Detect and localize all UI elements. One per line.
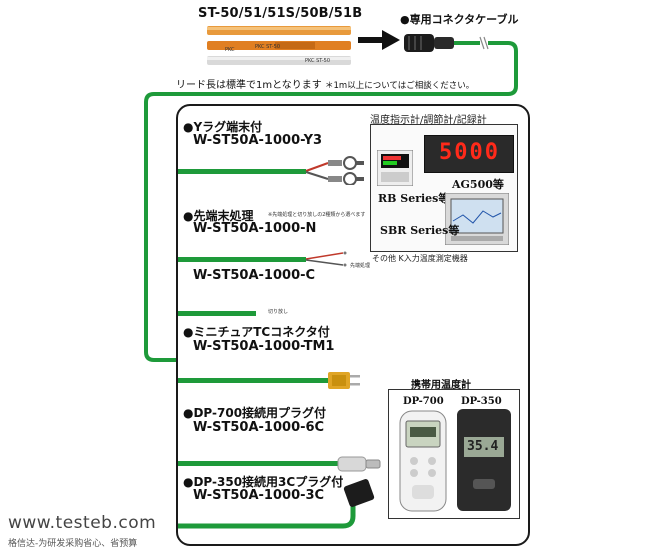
- ylug-cable-image: [178, 155, 368, 189]
- ag500-display-value: 5000: [439, 140, 500, 165]
- dp350-label: DP-350: [461, 396, 502, 407]
- sensor-strips-image: PKC PKC ST-50 PKC ST-50: [205, 24, 355, 70]
- cut-cable-image: [178, 304, 268, 323]
- dp700-device-image: [398, 409, 448, 517]
- watermark-slogan: 格信达-为研发采购省心、省预算: [8, 539, 138, 549]
- tip-cable-image: [178, 248, 368, 272]
- item-c-model: W-ST50A-1000-C: [193, 268, 316, 283]
- series-title: ST-50/51/51S/50B/51B: [198, 6, 363, 21]
- item-ylug-model: W-ST50A-1000-Y3: [193, 133, 323, 148]
- sbr-series-label: SBR Series等: [380, 224, 460, 237]
- item-dp350-model: W-ST50A-1000-3C: [193, 488, 325, 503]
- wire-tip-note: 先端処理: [350, 263, 371, 269]
- item-dp700-model: W-ST50A-1000-6C: [193, 420, 325, 435]
- lead-length-main: リード長は標準で1mとなります: [176, 80, 322, 91]
- ag500-display-image: 5000: [424, 135, 514, 173]
- dp700-plug-image: [178, 453, 388, 479]
- sensor-label-2: PKC ST-50: [255, 44, 281, 50]
- dp350-device-image: 35.4: [457, 409, 511, 511]
- item-dp350-name: ●DP-350接続用3Cプラグ付: [183, 475, 344, 489]
- dp700-label: DP-700: [403, 396, 444, 407]
- portable-title: 携帯用温度計: [411, 380, 471, 391]
- sbr-recorder-image: [444, 192, 510, 249]
- arrow-right-icon: [358, 30, 400, 54]
- item-tip-model: W-ST50A-1000-N: [193, 221, 317, 236]
- sensor-label-1: PKC: [225, 47, 235, 53]
- item-tc-model: W-ST50A-1000-TM1: [193, 339, 335, 354]
- item-tip-note: ※先端処理と切り放しの2種類から選べます: [268, 212, 366, 218]
- item-dp700-name: ●DP-700接続用プラグ付: [183, 406, 327, 420]
- item-tc-name: ●ミニチュアTCコネクタ付: [183, 325, 330, 339]
- rb-series-label: RB Series等: [378, 192, 450, 205]
- item-ylug-name: ●Yラグ端末付: [183, 120, 263, 134]
- dp350-plug-image: [178, 476, 388, 540]
- dp350-reading: 35.4: [467, 439, 499, 454]
- ag500-label: AG500等: [452, 178, 504, 191]
- lead-length-note: リード長は標準で1mとなります ＊1m以上についてはご相談ください。: [176, 76, 474, 91]
- connector-cable-label: ●専用コネクタケーブル: [400, 13, 519, 26]
- cut-note: 切り放し: [268, 309, 289, 315]
- instruments-title: 温度指示計/調節計/記録計: [370, 115, 487, 126]
- item-tip-name: ●先端末処理: [183, 209, 254, 223]
- watermark-url: www.testeb.com: [8, 513, 157, 533]
- lead-length-small: ＊1m以上についてはご相談ください。: [325, 81, 475, 91]
- rb-controller-image: [376, 149, 414, 190]
- connector-image: [404, 28, 494, 62]
- other-instruments-label: その他 K入力温度測定機器: [372, 254, 468, 263]
- tc-connector-image: [178, 368, 368, 398]
- sensor-label-3: PKC ST-50: [305, 58, 331, 64]
